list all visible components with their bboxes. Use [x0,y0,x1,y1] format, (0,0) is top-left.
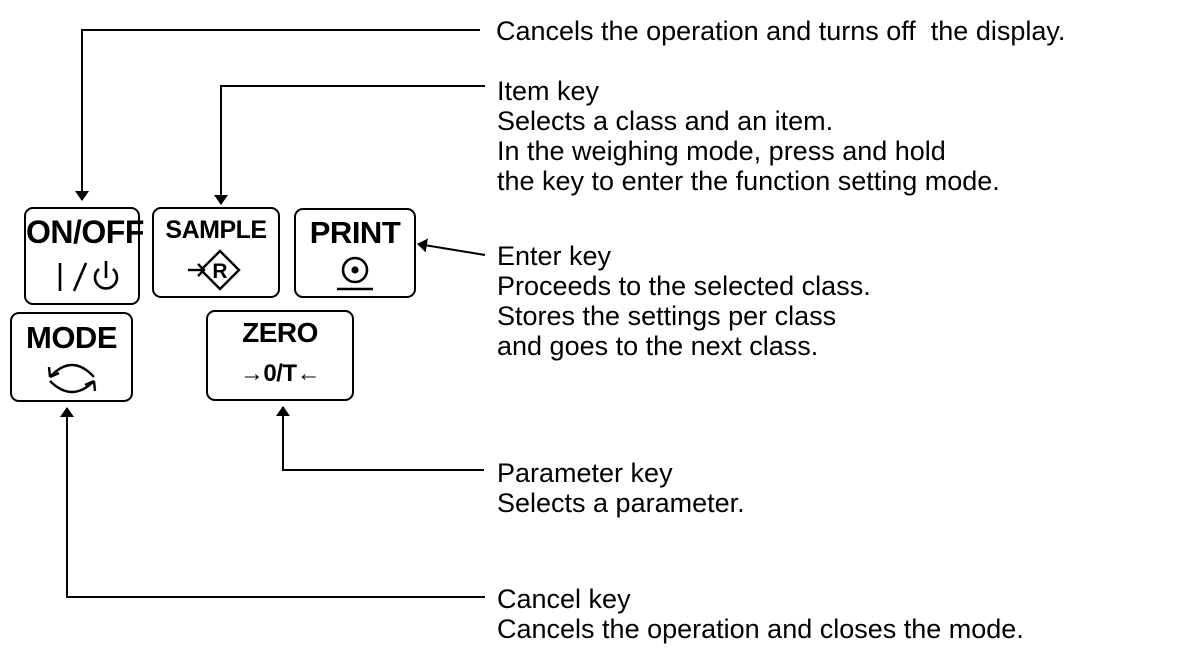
mode-connector [60,407,485,598]
sample-connector [214,85,485,205]
print-annotation: Enter key Proceeds to the selected class… [497,241,871,361]
onoff-key-label: ON/OFF [26,214,144,250]
power-icon [26,257,138,302]
sample-annotation: Item key Selects a class and an item. In… [497,76,1000,196]
print-annotation-line: Proceeds to the selected class. [497,271,871,301]
zero-annotation: Parameter key Selects a parameter. [497,458,745,518]
print-annotation-line: and goes to the next class. [497,331,819,361]
onoff-connector [75,29,480,201]
zero-annotation-title: Parameter key [497,458,673,488]
sample-key[interactable]: SAMPLE R [152,207,280,298]
sample-annotation-line: the key to enter the function setting mo… [497,166,1000,196]
sample-annotation-title: Item key [497,76,600,106]
sample-annotation-line: In the weighing mode, press and hold [497,136,946,166]
svg-text:R: R [212,260,227,283]
print-target-icon [296,252,414,299]
print-annotation-line: Stores the settings per class [497,301,837,331]
mode-key[interactable]: MODE [10,312,133,402]
mode-annotation-title: Cancel key [497,584,631,614]
sample-annotation-line: Selects a class and an item. [497,106,834,136]
print-connector [417,238,486,256]
print-key[interactable]: PRINT [294,208,416,298]
mode-cycle-icon [12,357,131,402]
onoff-annotation-line: Cancels the operation and turns off the … [496,16,1066,46]
sample-key-label: SAMPLE [165,216,267,244]
zero-annotation-line: Selects a parameter. [497,488,745,518]
onoff-annotation: Cancels the operation and turns off the … [496,16,1065,46]
mode-key-label: MODE [26,320,118,355]
zero-tare-symbol: →0/T← [239,360,321,387]
print-annotation-title: Enter key [497,241,612,271]
zero-key-label: ZERO [242,317,318,348]
mode-annotation: Cancel key Cancels the operation and clo… [497,584,1024,644]
zero-key[interactable]: ZERO →0/T← [206,310,354,401]
zero-connector [276,406,484,471]
mode-annotation-line: Cancels the operation and closes the mod… [497,614,1024,644]
print-key-label: PRINT [309,215,401,250]
onoff-key[interactable]: ON/OFF [24,207,144,305]
sample-arrow-r-icon: R [154,247,278,298]
